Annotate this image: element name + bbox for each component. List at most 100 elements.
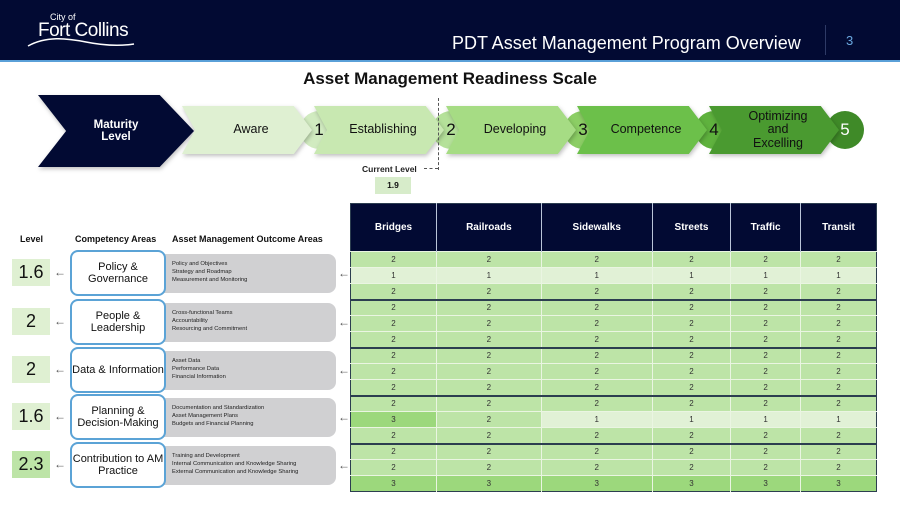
slide-title: Asset Management Readiness Scale [303, 69, 597, 88]
table-cell: 2 [435, 283, 542, 300]
current-level-value: 1.9 [375, 177, 411, 194]
table-cell: 2 [730, 363, 801, 380]
table-cell: 3 [350, 475, 437, 492]
table-cell: 2 [651, 363, 731, 380]
asset-readiness-table: Bridges Railroads Sidewalks Streets Traf… [350, 203, 877, 492]
table-cell: 1 [799, 411, 877, 428]
header-streets: Streets [651, 203, 731, 252]
table-cell: 2 [651, 283, 731, 300]
level-score: 1.6 [12, 259, 50, 286]
table-cell: 2 [730, 283, 801, 300]
table-cell: 2 [540, 379, 653, 396]
table-cell: 2 [435, 442, 542, 460]
presentation-title: PDT Asset Management Program Overview [452, 33, 801, 53]
table-cell: 2 [730, 298, 801, 316]
table-cell: 2 [540, 363, 653, 380]
header-bridges: Bridges [350, 203, 437, 252]
header-traffic: Traffic [730, 203, 801, 252]
table-cell: 2 [651, 394, 731, 412]
arrow-left-icon: ← [54, 409, 66, 423]
arrow-left-icon: ← [54, 265, 66, 279]
arrow-left-icon: ← [338, 266, 350, 280]
header-bar: City of Fort Collins PDT Asset Managemen… [0, 0, 900, 62]
arrow-left-icon: ← [54, 457, 66, 471]
table-cell: 2 [730, 459, 801, 476]
table-cell: 3 [651, 475, 731, 492]
table-cell: 2 [651, 251, 731, 268]
header-sidewalks: Sidewalks [540, 203, 653, 252]
table-cell: 2 [799, 363, 877, 380]
level-score: 2 [12, 308, 50, 335]
table-cell: 2 [651, 331, 731, 348]
table-cell: 1 [651, 267, 731, 284]
table-cell: 2 [651, 346, 731, 364]
table-cell: 2 [799, 251, 877, 268]
table-cell: 2 [799, 283, 877, 300]
table-cell: 2 [799, 394, 877, 412]
table-cell: 2 [435, 346, 542, 364]
table-header-row: Bridges Railroads Sidewalks Streets Traf… [350, 203, 877, 252]
arrow-left-icon: ← [338, 458, 350, 472]
arrow-left-icon: ← [54, 362, 66, 376]
header-transit: Transit [799, 203, 877, 252]
table-cell: 1 [350, 267, 437, 284]
table-cell: 2 [435, 394, 542, 412]
table-cell: 1 [651, 411, 731, 428]
table-cell: 2 [730, 427, 801, 444]
arrow-left-icon: ← [338, 410, 350, 424]
competency-heading: Competency Areas [75, 234, 157, 244]
table-cell: 3 [540, 475, 653, 492]
table-cell: 2 [730, 379, 801, 396]
page-number: 3 [846, 33, 854, 48]
table-cell: 2 [350, 394, 437, 412]
table-cell: 2 [435, 379, 542, 396]
table-cell: 2 [540, 315, 653, 332]
table-cell: 2 [350, 283, 437, 300]
table-cell: 2 [651, 315, 731, 332]
table-cell: 2 [799, 379, 877, 396]
table-cell: 2 [730, 331, 801, 348]
table-cell: 3 [435, 475, 542, 492]
table-cell: 2 [730, 394, 801, 412]
arrow-left-icon: ← [338, 363, 350, 377]
table-cell: 2 [350, 315, 437, 332]
table-cell: 2 [540, 346, 653, 364]
table-cell: 2 [350, 346, 437, 364]
stage-establishing: Establishing [314, 106, 444, 154]
table-cell: 1 [540, 411, 653, 428]
table-cell: 1 [799, 267, 877, 284]
table-cell: 2 [730, 346, 801, 364]
table-cell: 2 [799, 427, 877, 444]
competency-box: Planning & Decision-Making [70, 394, 166, 440]
table-cell: 2 [651, 379, 731, 396]
table-cell: 2 [540, 394, 653, 412]
current-level-connector [424, 168, 438, 169]
outcomes-heading: Asset Management Outcome Areas [172, 234, 323, 244]
level-score: 2 [12, 356, 50, 383]
level-score: 2.3 [12, 451, 50, 478]
logo-large-text: Fort Collins [38, 20, 129, 41]
table-cell: 2 [799, 331, 877, 348]
current-level-marker [438, 98, 439, 170]
table-cell: 2 [730, 315, 801, 332]
table-cell: 1 [540, 267, 653, 284]
table-cell: 3 [350, 411, 437, 428]
table-cell: 2 [350, 459, 437, 476]
competency-box: Contribution to AM Practice [70, 442, 166, 488]
city-logo: City of Fort Collins [26, 10, 136, 50]
header-railroads: Railroads [435, 203, 542, 252]
logo-small-text: City of [50, 12, 76, 22]
table-cell: 2 [540, 298, 653, 316]
